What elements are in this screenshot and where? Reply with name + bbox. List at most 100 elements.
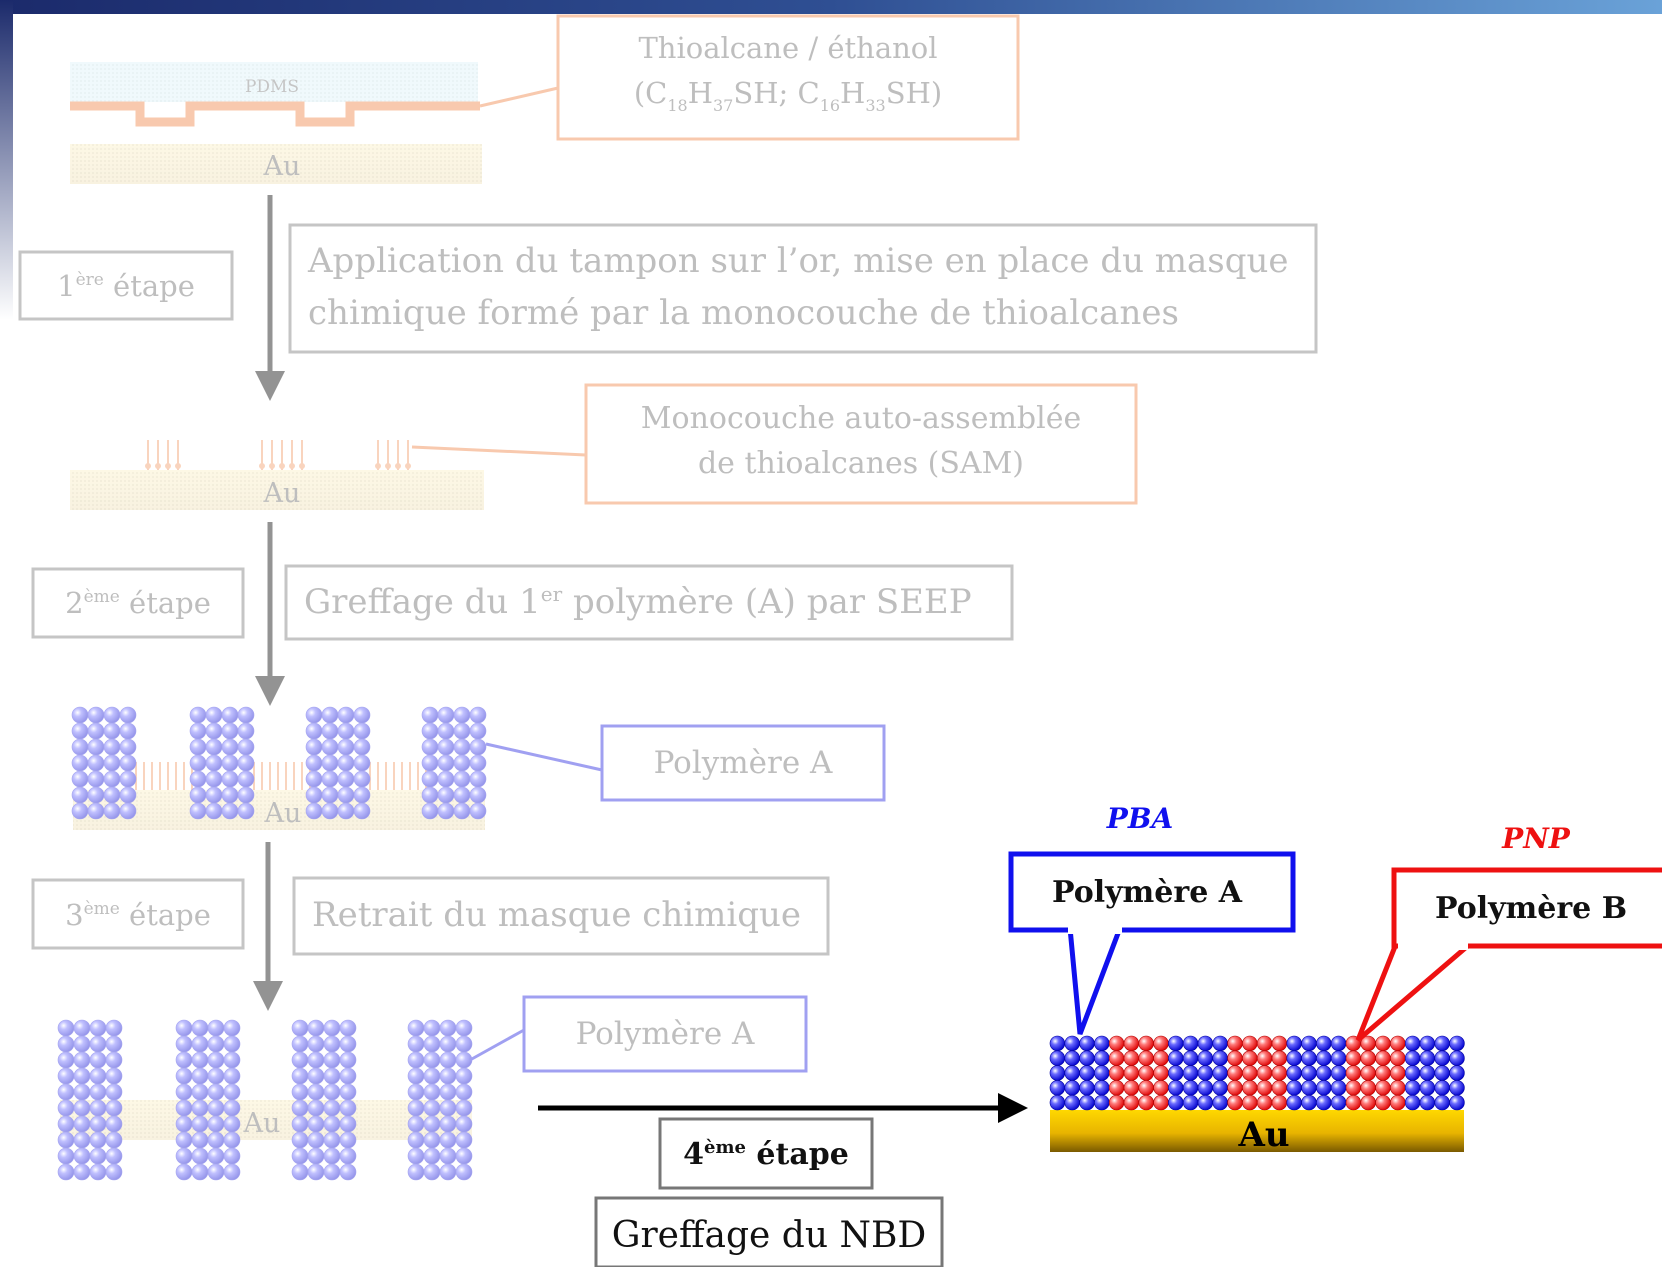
polymer-a-bead <box>455 1019 473 1037</box>
polymer-a-bead <box>337 770 355 788</box>
polymer-a-bead <box>223 1067 241 1085</box>
polymer-a-bead <box>1301 1035 1317 1052</box>
polymer-a-bead <box>1064 1035 1080 1052</box>
polymer-a-bead <box>437 722 455 740</box>
polymer-a-bead <box>105 1067 123 1085</box>
polymer-a-islands <box>71 706 487 820</box>
gold-substrate <box>1050 1110 1464 1152</box>
polymer-a-bead <box>1197 1065 1214 1081</box>
polymer-a-bead <box>353 770 371 788</box>
polymer-a-bead <box>1168 1065 1184 1081</box>
polymer-b-bead <box>1375 1050 1391 1066</box>
polymer-a-bead <box>105 1163 123 1181</box>
polymer-a-bead <box>207 1163 225 1181</box>
polymer-a-bead <box>1064 1065 1080 1081</box>
polymer-a-bead <box>119 722 137 740</box>
polymer-a-bead <box>1079 1050 1095 1066</box>
polymer-a-bead <box>339 1099 357 1117</box>
polymer-a-bead <box>207 1083 225 1101</box>
thiol-head <box>175 463 181 469</box>
au-label: Au <box>263 478 301 509</box>
polymer-a-bead <box>307 1067 325 1085</box>
polymer-a-bead <box>353 706 371 724</box>
polymer-a-bead <box>207 1115 225 1133</box>
polymer-a-bead <box>1434 1094 1450 1111</box>
polymer-b-bead <box>1153 1094 1169 1111</box>
polymer-b-bead <box>1138 1080 1154 1096</box>
polymer-a-bead <box>71 786 89 804</box>
polymer-a-bead <box>455 1051 473 1069</box>
polymer-a-bead <box>337 802 355 820</box>
polymer-a-bead <box>1197 1080 1214 1096</box>
thiol-head <box>269 463 275 469</box>
polymer-a-bead <box>119 770 137 788</box>
polymer-a-bead <box>353 738 371 756</box>
polymer-a-bead <box>407 1035 425 1053</box>
polymer-a-bead <box>323 1099 341 1117</box>
polymer-a-bead <box>1168 1050 1184 1066</box>
polymer-a-bead <box>1286 1065 1302 1081</box>
polymer-a-bead <box>223 1019 241 1037</box>
step1-label: 1ère étape <box>57 269 195 303</box>
polymer-a-bead <box>339 1083 357 1101</box>
au-label: Au <box>1237 1115 1289 1155</box>
polymer-b-bead <box>1360 1094 1376 1111</box>
polymer-a-bead <box>87 754 105 772</box>
polymer-a-bead <box>1301 1050 1317 1066</box>
polymer-a-bead <box>191 1115 209 1133</box>
polymer-a-bead <box>237 706 255 724</box>
polymer-a-bead <box>191 1147 209 1165</box>
polymer-a-bead <box>321 738 339 756</box>
pnp-label: PNP <box>1501 822 1571 855</box>
au-label: Au <box>264 798 302 829</box>
polymer-a-bead <box>1434 1080 1450 1096</box>
polymer-b-bead <box>1123 1080 1140 1096</box>
polymer-a-bead <box>337 754 355 772</box>
au-label: Au <box>263 151 301 182</box>
step1-desc-box <box>288 223 1318 354</box>
step4-label: 4ème étape <box>683 1137 849 1172</box>
polyA-callout-text: Polymère A <box>576 1016 755 1052</box>
polymer-a-bead <box>407 1019 425 1037</box>
polymer-a-bead <box>189 722 207 740</box>
polymer-a-bead <box>57 1083 75 1101</box>
polymer-a-bead <box>73 1019 91 1037</box>
polymer-b-bead <box>1123 1094 1140 1111</box>
polymer-b-bead <box>1123 1050 1140 1066</box>
polymer-a-bead <box>87 786 105 804</box>
polymer-a-bead <box>1212 1050 1228 1066</box>
polymer-b-bead <box>1360 1050 1376 1066</box>
polymer-a-bead <box>469 706 487 724</box>
polymer-b-bead <box>1138 1050 1154 1066</box>
polymer-a-bead <box>421 786 439 804</box>
polymer-a-bead <box>1449 1035 1465 1052</box>
polymer-a-bead <box>307 1019 325 1037</box>
polymer-a-bead <box>175 1035 193 1053</box>
thiol-head <box>405 463 411 469</box>
polymer-a-bead <box>207 1051 225 1069</box>
polymer-a-bead <box>439 1099 457 1117</box>
polyA-stage: Au Polymère A <box>57 995 808 1181</box>
thiol-head <box>395 463 401 469</box>
pba-label: PBA <box>1106 802 1173 835</box>
polymer-b-bead <box>1227 1035 1243 1052</box>
sam-chains <box>145 440 411 470</box>
polymer-a-bead <box>1316 1080 1332 1096</box>
polymer-a-bead <box>1212 1080 1228 1096</box>
polymer-a-bead <box>1286 1050 1302 1066</box>
polymer-b-bead <box>1227 1094 1243 1111</box>
polymer-a-bead <box>105 1099 123 1117</box>
polymer-a-bead <box>307 1035 325 1053</box>
polymer-a-bead <box>421 738 439 756</box>
polymer-a-bead <box>439 1115 457 1133</box>
polymer-a-bead <box>421 754 439 772</box>
polymer-b-bead <box>1242 1035 1258 1052</box>
polymer-a-bead <box>321 706 339 724</box>
polymer-a-bead <box>1286 1094 1302 1111</box>
polymer-a-bead <box>57 1019 75 1037</box>
polymer-a-bead <box>469 786 487 804</box>
polymer-b-bead <box>1256 1050 1273 1066</box>
polymer-a-bead <box>175 1099 193 1117</box>
thiol-head <box>375 463 381 469</box>
polymer-a-bead <box>223 1035 241 1053</box>
